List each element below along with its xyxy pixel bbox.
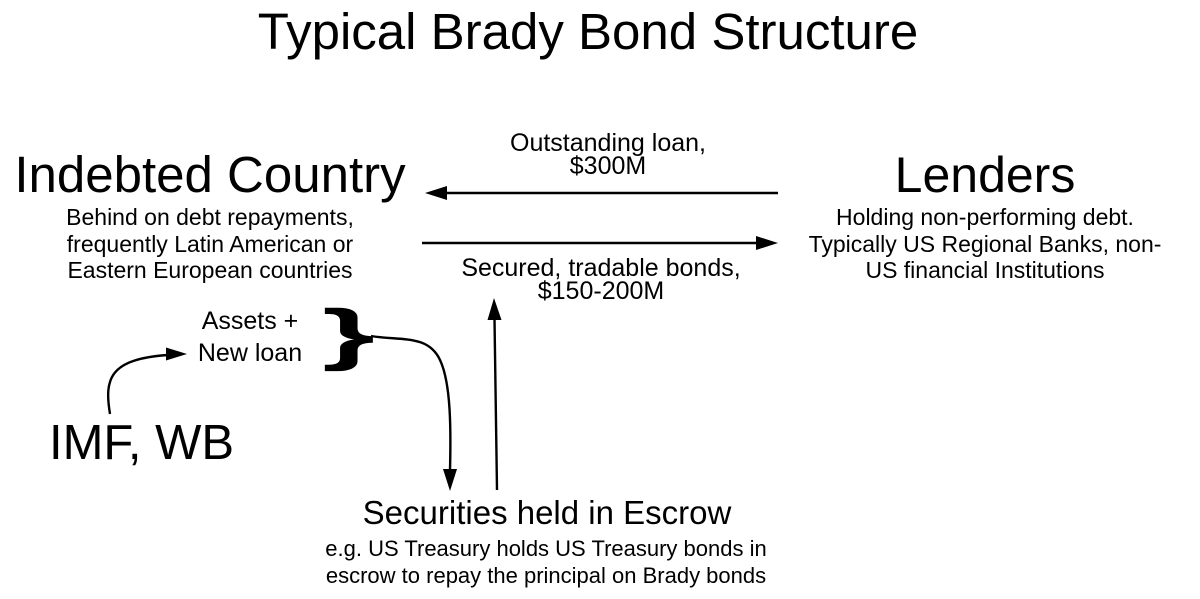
- assets-to-escrow-arrow: [370, 334, 457, 491]
- brady-bonds-arrow: [422, 236, 778, 250]
- indebted-country-heading: Indebted Country: [14, 146, 406, 203]
- escrow-to-bonds-arrow: [487, 298, 502, 491]
- imf-wb-heading: IMF, WB: [49, 416, 235, 470]
- escrow-description: e.g. US Treasury holds US Treasury bonds…: [325, 536, 767, 588]
- outstanding-loan-arrow: [425, 186, 778, 200]
- diagram-title: Typical Brady Bond Structure: [257, 3, 919, 60]
- lenders-heading: Lenders: [894, 147, 1076, 203]
- indebted-country-description: Behind on debt repayments, frequently La…: [66, 204, 354, 283]
- lenders-description: Holding non-performing debt. Typically U…: [808, 204, 1162, 283]
- brady-bonds-label: Secured, tradable bonds, $150-200M: [461, 254, 741, 305]
- grouping-brace: }: [322, 296, 375, 372]
- escrow-heading: Securities held in Escrow: [362, 494, 732, 531]
- assets-new-loan-label: Assets + New loan: [197, 307, 303, 367]
- outstanding-loan-label: Outstanding loan, $300M: [510, 129, 706, 180]
